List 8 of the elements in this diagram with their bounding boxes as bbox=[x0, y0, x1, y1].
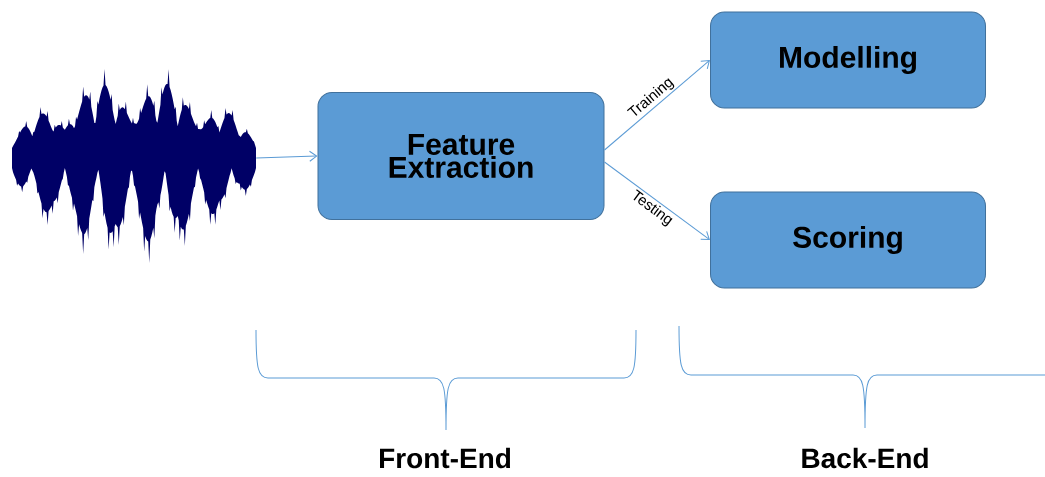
section-label: Back-End bbox=[802, 447, 928, 469]
arrow bbox=[604, 60, 710, 151]
process-box: Modelling bbox=[710, 11, 986, 109]
process-box: Feature Extraction bbox=[317, 92, 605, 220]
arrow bbox=[255, 150, 318, 162]
section-label: Front-End bbox=[380, 447, 511, 469]
arrow bbox=[604, 161, 710, 240]
process-box: Scoring bbox=[710, 191, 986, 289]
